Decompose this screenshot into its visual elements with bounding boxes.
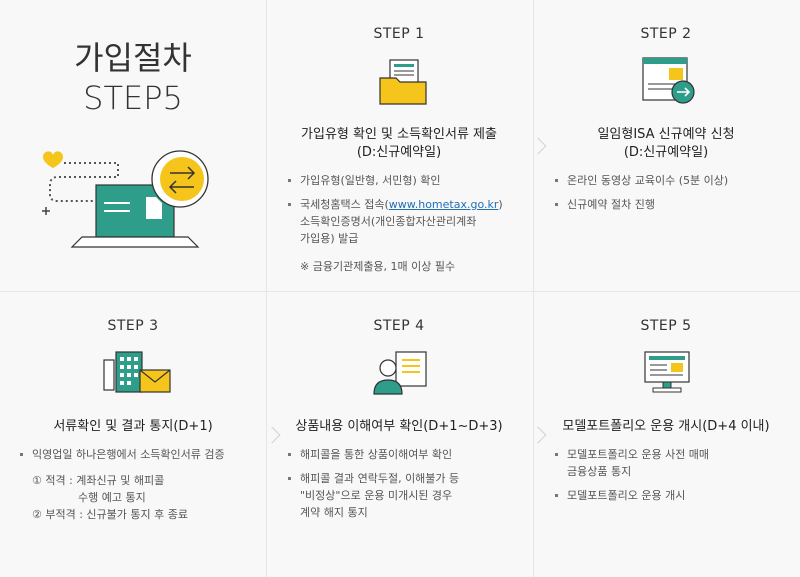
- bullet-text: ): [498, 198, 502, 211]
- monitor-portfolio-icon: [641, 348, 693, 398]
- step-5-panel: STEP 5 모델포트폴리오 운용 개시(D+4 이내) 모델포트폴리오 운용 …: [533, 292, 799, 577]
- list-item: 모델포트폴리오 운용 사전 매매 금융상품 통지: [555, 446, 795, 480]
- sub-item: ① 적격 : 계좌신규 및 해피콜: [32, 472, 188, 489]
- step-4-panel: STEP 4 상품내용 이해여부 확인(D+1~D+3) 해피콜을 통한 상품이…: [266, 292, 532, 577]
- bullet-text: 익영업일 하나은행에서 소득확인서류 검증: [32, 448, 225, 461]
- step-label: STEP 3: [0, 318, 266, 334]
- building-mail-icon: [100, 348, 172, 398]
- title-line: 모델포트폴리오 운용 개시(D+4 이내): [533, 418, 799, 436]
- bullet-text: 금융상품 통지: [567, 465, 631, 478]
- hero-panel: 가입절차 STEP5: [0, 0, 266, 291]
- title-line: (D:신규예약일): [533, 144, 799, 162]
- step-bullets: 익영업일 하나은행에서 소득확인서류 검증: [20, 446, 264, 470]
- step-bullets: 모델포트폴리오 운용 사전 매매 금융상품 통지 모델포트폴리오 운용 개시: [555, 446, 795, 511]
- title-line: (D:신규예약일): [266, 144, 532, 162]
- step-title: 가입유형 확인 및 소득확인서류 제출 (D:신규예약일): [266, 126, 532, 162]
- list-item: 해피콜 결과 연락두절, 이해불가 등 "비정상"으로 운용 미개시된 경우 계…: [288, 470, 528, 521]
- bullet-text: 온라인 동영상 교육이수 (5분 이상): [567, 174, 728, 187]
- step-note: ※ 금융기관제출용, 1매 이상 필수: [300, 258, 455, 275]
- list-item: 모델포트폴리오 운용 개시: [555, 487, 795, 504]
- bullet-text: 모델포트폴리오 운용 개시: [567, 489, 685, 502]
- person-document-icon: [370, 346, 432, 400]
- document-folder-icon: [376, 54, 430, 108]
- sub-item: ② 부적격 : 신규불가 통지 후 종료: [32, 506, 188, 523]
- title-line: 일임형ISA 신규예약 신청: [533, 126, 799, 144]
- list-item: 국세청홈택스 접속(www.hometax.go.kr) 소득확인증명서(개인종…: [288, 196, 528, 247]
- bullet-text: 신규예약 절차 진행: [567, 198, 655, 211]
- bullet-text: 가입용) 발급: [300, 232, 358, 245]
- step-1-panel: STEP 1 가입유형 확인 및 소득확인서류 제출 (D:신규예약일) 가입유…: [266, 0, 532, 291]
- bullet-text: 계약 해지 통지: [300, 506, 368, 519]
- page-title: 가입절차 STEP5: [0, 38, 266, 118]
- bullet-text: 소득확인증명서(개인종합자산관리계좌: [300, 215, 476, 228]
- list-item: 온라인 동영상 교육이수 (5분 이상): [555, 172, 795, 189]
- step-2-panel: STEP 2 일임형ISA 신규예약 신청 (D:신규예약일) 온라인 동영상 …: [533, 0, 799, 291]
- step-title: 상품내용 이해여부 확인(D+1~D+3): [266, 418, 532, 436]
- title-line: 서류확인 및 결과 통지(D+1): [0, 418, 266, 436]
- title-line: 가입유형 확인 및 소득확인서류 제출: [266, 126, 532, 144]
- step-sub-items: ① 적격 : 계좌신규 및 해피콜 수행 예고 통지 ② 부적격 : 신규불가 …: [32, 472, 188, 523]
- hometax-link[interactable]: www.hometax.go.kr: [389, 198, 499, 211]
- bullet-text: 해피콜을 통한 상품이해여부 확인: [300, 448, 452, 461]
- step-bullets: 가입유형(일반형, 서민형) 확인 국세청홈택스 접속(www.hometax.…: [288, 172, 528, 254]
- title-line: STEP5: [0, 78, 266, 118]
- title-line: 상품내용 이해여부 확인(D+1~D+3): [266, 418, 532, 436]
- step-label: STEP 4: [266, 318, 532, 334]
- bullet-text: 국세청홈택스 접속(: [300, 198, 389, 211]
- step-3-panel: STEP 3 서류확인 및 결과 통지(D+1) 익영업일 하나은행에서 소득확…: [0, 292, 266, 577]
- step-label: STEP 1: [266, 26, 532, 42]
- step-title: 서류확인 및 결과 통지(D+1): [0, 418, 266, 436]
- bullet-text: 모델포트폴리오 운용 사전 매매: [567, 448, 709, 461]
- step-bullets: 해피콜을 통한 상품이해여부 확인 해피콜 결과 연락두절, 이해불가 등 "비…: [288, 446, 528, 528]
- list-item: 익영업일 하나은행에서 소득확인서류 검증: [20, 446, 264, 463]
- list-item: 가입유형(일반형, 서민형) 확인: [288, 172, 528, 189]
- form-submit-icon: [639, 54, 699, 108]
- list-item: 신규예약 절차 진행: [555, 196, 795, 213]
- sub-item: 수행 예고 통지: [32, 489, 188, 506]
- step-label: STEP 5: [533, 318, 799, 334]
- bullet-text: 가입유형(일반형, 서민형) 확인: [300, 174, 441, 187]
- bullet-text: 해피콜 결과 연락두절, 이해불가 등: [300, 472, 459, 485]
- bullet-text: "비정상"으로 운용 미개시된 경우: [300, 489, 452, 502]
- title-line: 가입절차: [0, 38, 266, 78]
- step-title: 모델포트폴리오 운용 개시(D+4 이내): [533, 418, 799, 436]
- list-item: 해피콜을 통한 상품이해여부 확인: [288, 446, 528, 463]
- laptop-exchange-icon: [38, 145, 218, 255]
- step-bullets: 온라인 동영상 교육이수 (5분 이상) 신규예약 절차 진행: [555, 172, 795, 220]
- step-label: STEP 2: [533, 26, 799, 42]
- step-title: 일임형ISA 신규예약 신청 (D:신규예약일): [533, 126, 799, 162]
